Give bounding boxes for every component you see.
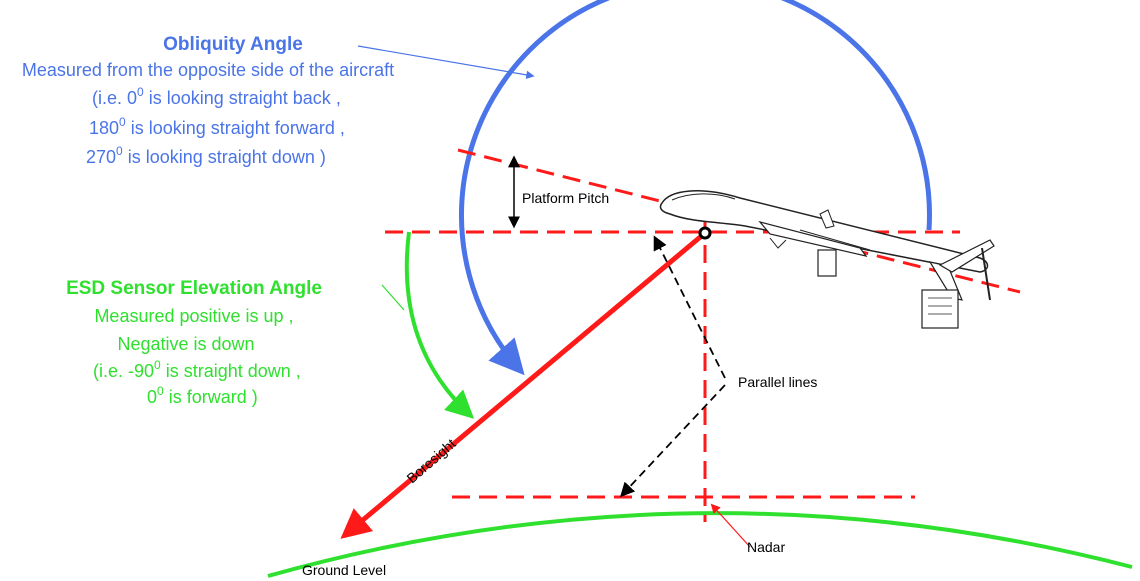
elevation-pointer bbox=[381, 284, 405, 311]
platform-pitch-label: Platform Pitch bbox=[522, 190, 609, 206]
boresight-label: Boresight bbox=[403, 435, 458, 486]
elevation-line4: 00 is forward ) bbox=[147, 384, 258, 407]
obliquity-line1: Measured from the opposite side of the a… bbox=[22, 60, 394, 80]
obliquity-line2: (i.e. 00 is looking straight back , bbox=[92, 85, 341, 108]
parallel-lines-arrow-top bbox=[653, 235, 726, 379]
boresight-line bbox=[340, 231, 707, 539]
parallel-lines-arrow-bottom bbox=[620, 384, 726, 498]
parallel-lines-label: Parallel lines bbox=[738, 374, 817, 390]
ground-level-label: Ground Level bbox=[302, 562, 386, 578]
obliquity-title: Obliquity Angle bbox=[163, 34, 303, 55]
elevation-line1: Measured positive is up , bbox=[94, 306, 293, 326]
ground-level-curve bbox=[267, 511, 1133, 578]
obliquity-pointer bbox=[357, 45, 535, 80]
nadar-label: Nadar bbox=[747, 539, 785, 555]
elevation-line3: (i.e. -900 is straight down , bbox=[93, 358, 301, 381]
obliquity-line4: 2700 is looking straight down ) bbox=[86, 144, 326, 167]
uav-aircraft-icon bbox=[659, 190, 995, 329]
elevation-line2: Negative is down bbox=[117, 334, 254, 354]
elevation-arc bbox=[404, 231, 475, 419]
nadar-pointer bbox=[710, 503, 751, 548]
platform-pitch-line bbox=[457, 148, 1021, 294]
elevation-title: ESD Sensor Elevation Angle bbox=[66, 278, 322, 299]
obliquity-line3: 1800 is looking straight forward , bbox=[89, 115, 345, 138]
obliquity-arc bbox=[459, 0, 932, 376]
